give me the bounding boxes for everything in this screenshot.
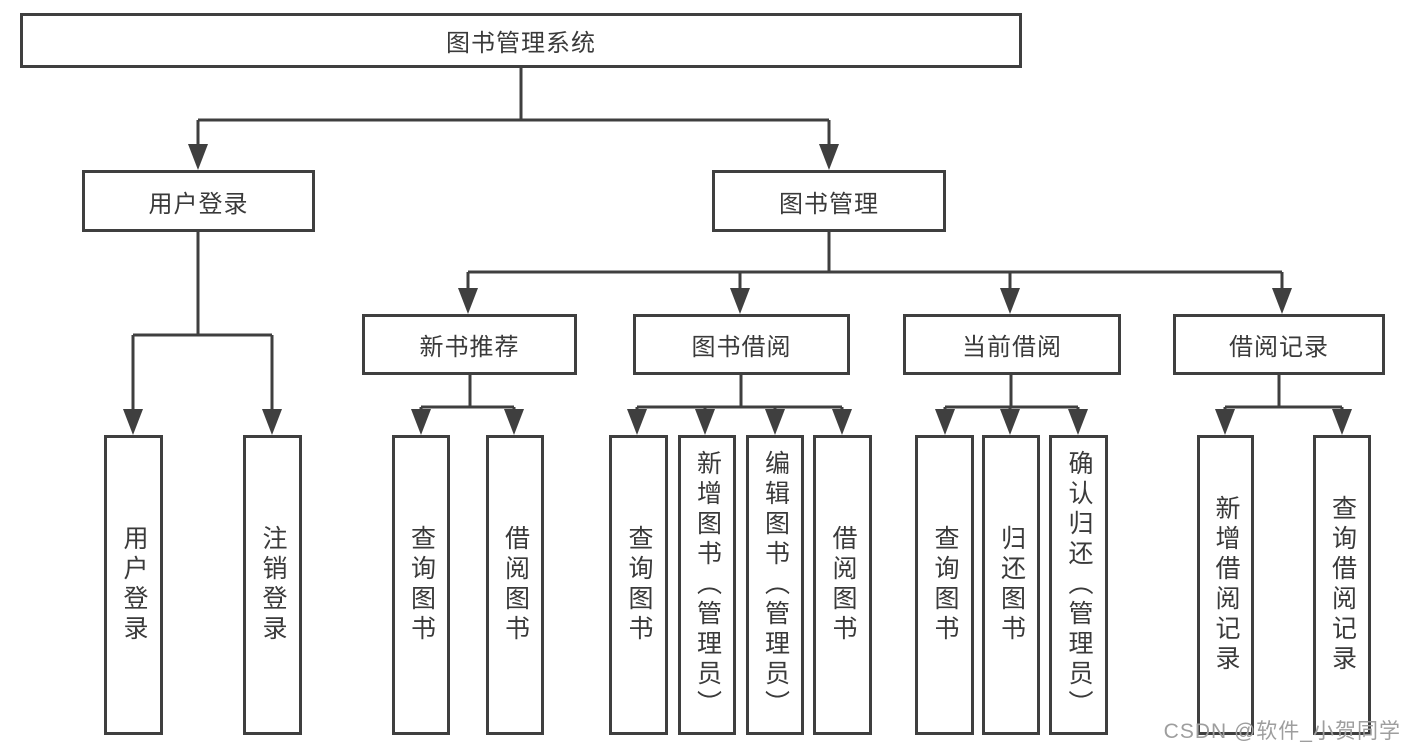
node-label: 确认归还（管理员） xyxy=(1065,450,1093,720)
arrowhead-icon xyxy=(832,409,852,435)
arrowhead-icon xyxy=(262,409,282,435)
arrowhead-icon xyxy=(188,144,208,170)
node-label: 图书管理 xyxy=(779,190,879,218)
arrowhead-icon xyxy=(458,288,478,314)
node-book-borrowing: 图书借阅 xyxy=(633,314,850,375)
node-leaf-add-books-admin: 新增图书（管理员） xyxy=(678,435,736,735)
node-label: 查询图书 xyxy=(407,525,436,645)
arrowhead-icon xyxy=(627,409,647,435)
node-label: 用户登录 xyxy=(148,190,249,218)
node-new-book-recommendation: 新书推荐 xyxy=(362,314,577,375)
arrowhead-icon xyxy=(1332,409,1352,435)
node-label: 借阅图书 xyxy=(501,525,530,645)
node-label: 图书借阅 xyxy=(691,334,792,361)
node-leaf-confirm-return-admin: 确认归还（管理员） xyxy=(1049,435,1108,735)
csdn-watermark: CSDN @软件_小贺同学 xyxy=(1163,720,1401,743)
node-leaf-edit-books-admin: 编辑图书（管理员） xyxy=(746,435,804,735)
node-leaf-borrow-books: 借阅图书 xyxy=(813,435,872,735)
node-label: 编辑图书（管理员） xyxy=(761,450,790,720)
node-label: 归还图书 xyxy=(997,525,1026,645)
node-current-borrowing: 当前借阅 xyxy=(903,314,1121,375)
node-user-login: 用户登录 xyxy=(82,170,315,232)
arrowhead-icon xyxy=(730,288,750,314)
node-borrowing-records: 借阅记录 xyxy=(1173,314,1385,375)
node-library-management-system: 图书管理系统 xyxy=(20,13,1022,68)
arrowhead-icon xyxy=(504,409,524,435)
node-label: 注销登录 xyxy=(259,525,287,645)
node-label: 当前借阅 xyxy=(962,334,1062,361)
arrowhead-icon xyxy=(819,144,839,170)
arrowhead-icon xyxy=(1000,409,1020,435)
arrowhead-icon xyxy=(123,409,143,435)
node-label: 查询借阅记录 xyxy=(1328,495,1357,675)
node-label: 新书推荐 xyxy=(419,334,520,361)
node-label: 查询图书 xyxy=(931,525,959,645)
node-leaf-return-books: 归还图书 xyxy=(982,435,1040,735)
node-leaf-query-books-recommend: 查询图书 xyxy=(392,435,450,735)
node-label: 用户登录 xyxy=(120,525,148,645)
node-leaf-query-books-current: 查询图书 xyxy=(915,435,974,735)
node-leaf-query-books-borrowing: 查询图书 xyxy=(609,435,668,735)
node-label: 借阅记录 xyxy=(1229,334,1329,361)
arrowhead-icon xyxy=(1272,288,1292,314)
node-leaf-logout: 注销登录 xyxy=(243,435,302,735)
node-book-management: 图书管理 xyxy=(712,170,946,232)
node-leaf-add-borrow-record: 新增借阅记录 xyxy=(1197,435,1254,735)
node-label: 查询图书 xyxy=(625,525,653,645)
arrowhead-icon xyxy=(935,409,955,435)
node-leaf-borrow-books-recommend: 借阅图书 xyxy=(486,435,544,735)
node-leaf-query-borrow-record: 查询借阅记录 xyxy=(1313,435,1371,735)
arrowhead-icon xyxy=(695,409,715,435)
arrowhead-icon xyxy=(1000,288,1020,314)
arrowhead-icon xyxy=(411,409,431,435)
arrowhead-icon xyxy=(1215,409,1235,435)
arrowhead-icon xyxy=(1068,409,1088,435)
arrowhead-icon xyxy=(765,409,785,435)
node-leaf-user-login: 用户登录 xyxy=(104,435,163,735)
node-label: 图书管理系统 xyxy=(446,30,596,57)
node-label: 新增借阅记录 xyxy=(1212,495,1240,675)
node-label: 新增图书（管理员） xyxy=(693,450,722,720)
node-label: 借阅图书 xyxy=(829,525,857,645)
